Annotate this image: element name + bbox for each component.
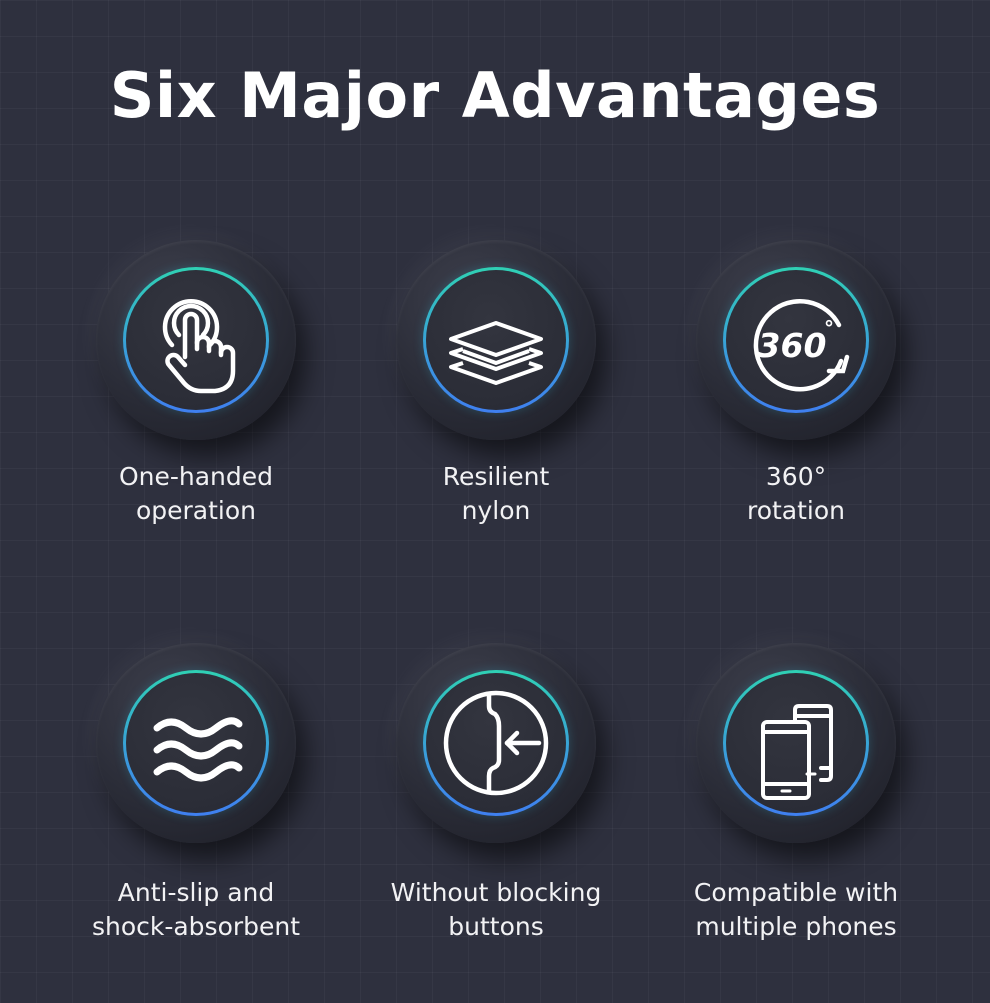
feature-label: Without blocking buttons [390, 878, 602, 941]
feature-rotation: 360 ° 360° rotation [646, 240, 946, 600]
feature-ring [123, 670, 269, 816]
layers-icon [431, 275, 561, 405]
feature-label: Resilient nylon [442, 462, 550, 525]
feature-badge [96, 240, 296, 440]
feature-label: One-handed operation [118, 462, 274, 525]
icon-360-text: 360 [758, 326, 827, 365]
feature-label: 360° rotation [746, 462, 846, 525]
tap-hand-icon [131, 275, 261, 405]
feature-badge [396, 643, 596, 843]
rotate-360-icon: 360 ° [731, 275, 861, 405]
feature-ring [723, 670, 869, 816]
feature-badge: 360 ° [696, 240, 896, 440]
feature-label: Compatible with multiple phones [693, 878, 899, 941]
multiple-phones-icon [731, 678, 861, 808]
feature-compatible: Compatible with multiple phones [646, 643, 946, 1003]
feature-one-handed: One-handed operation [46, 240, 346, 600]
feature-anti-slip: Anti-slip and shock-absorbent [46, 643, 346, 1003]
waves-icon [131, 678, 261, 808]
feature-badge [96, 643, 296, 843]
page-title: Six Major Advantages [109, 59, 881, 132]
icon-degree-text: ° [824, 316, 834, 340]
feature-resilient-nylon: Resilient nylon [346, 240, 646, 600]
feature-badge [396, 240, 596, 440]
feature-label: Anti-slip and shock-absorbent [91, 878, 301, 941]
feature-badge [696, 643, 896, 843]
feature-no-blocking: Without blocking buttons [346, 643, 646, 1003]
side-button-icon [431, 678, 561, 808]
